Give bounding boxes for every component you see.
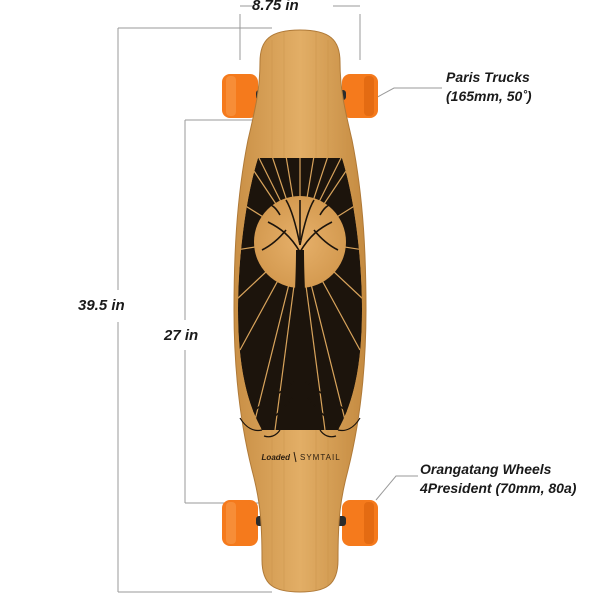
brand-logo: Loaded	[262, 453, 292, 462]
callout-leaders	[371, 87, 442, 501]
model-name: SYMTAIL	[300, 453, 341, 462]
deck-logo: Loaded SYMTAIL	[262, 451, 341, 463]
trucks-callout-line2: (165mm, 50˚)	[446, 88, 532, 104]
trucks-leader	[371, 87, 442, 101]
total-length-label: 39.5 in	[78, 297, 125, 314]
wheels-leader	[375, 475, 418, 501]
wheelbase-label: 27 in	[164, 327, 199, 344]
wheels-callout-line2: 4President (70mm, 80a)	[420, 480, 577, 496]
trucks-callout-line1: Paris Trucks	[446, 69, 530, 85]
root-tendrils	[239, 417, 361, 438]
tree-artwork	[238, 158, 362, 430]
deck: Loaded SYMTAIL	[233, 29, 367, 593]
dimension-lines	[117, 5, 361, 593]
trucks-callout: Paris Trucks (165mm, 50˚)	[446, 68, 532, 106]
wheels-callout: Orangatang Wheels 4President (70mm, 80a)	[420, 460, 576, 498]
tree-trunk	[288, 250, 312, 430]
wheels-callout-line1: Orangatang Wheels	[420, 461, 552, 477]
width-label: 8.75 in	[252, 0, 299, 14]
tree-branches	[261, 199, 339, 253]
